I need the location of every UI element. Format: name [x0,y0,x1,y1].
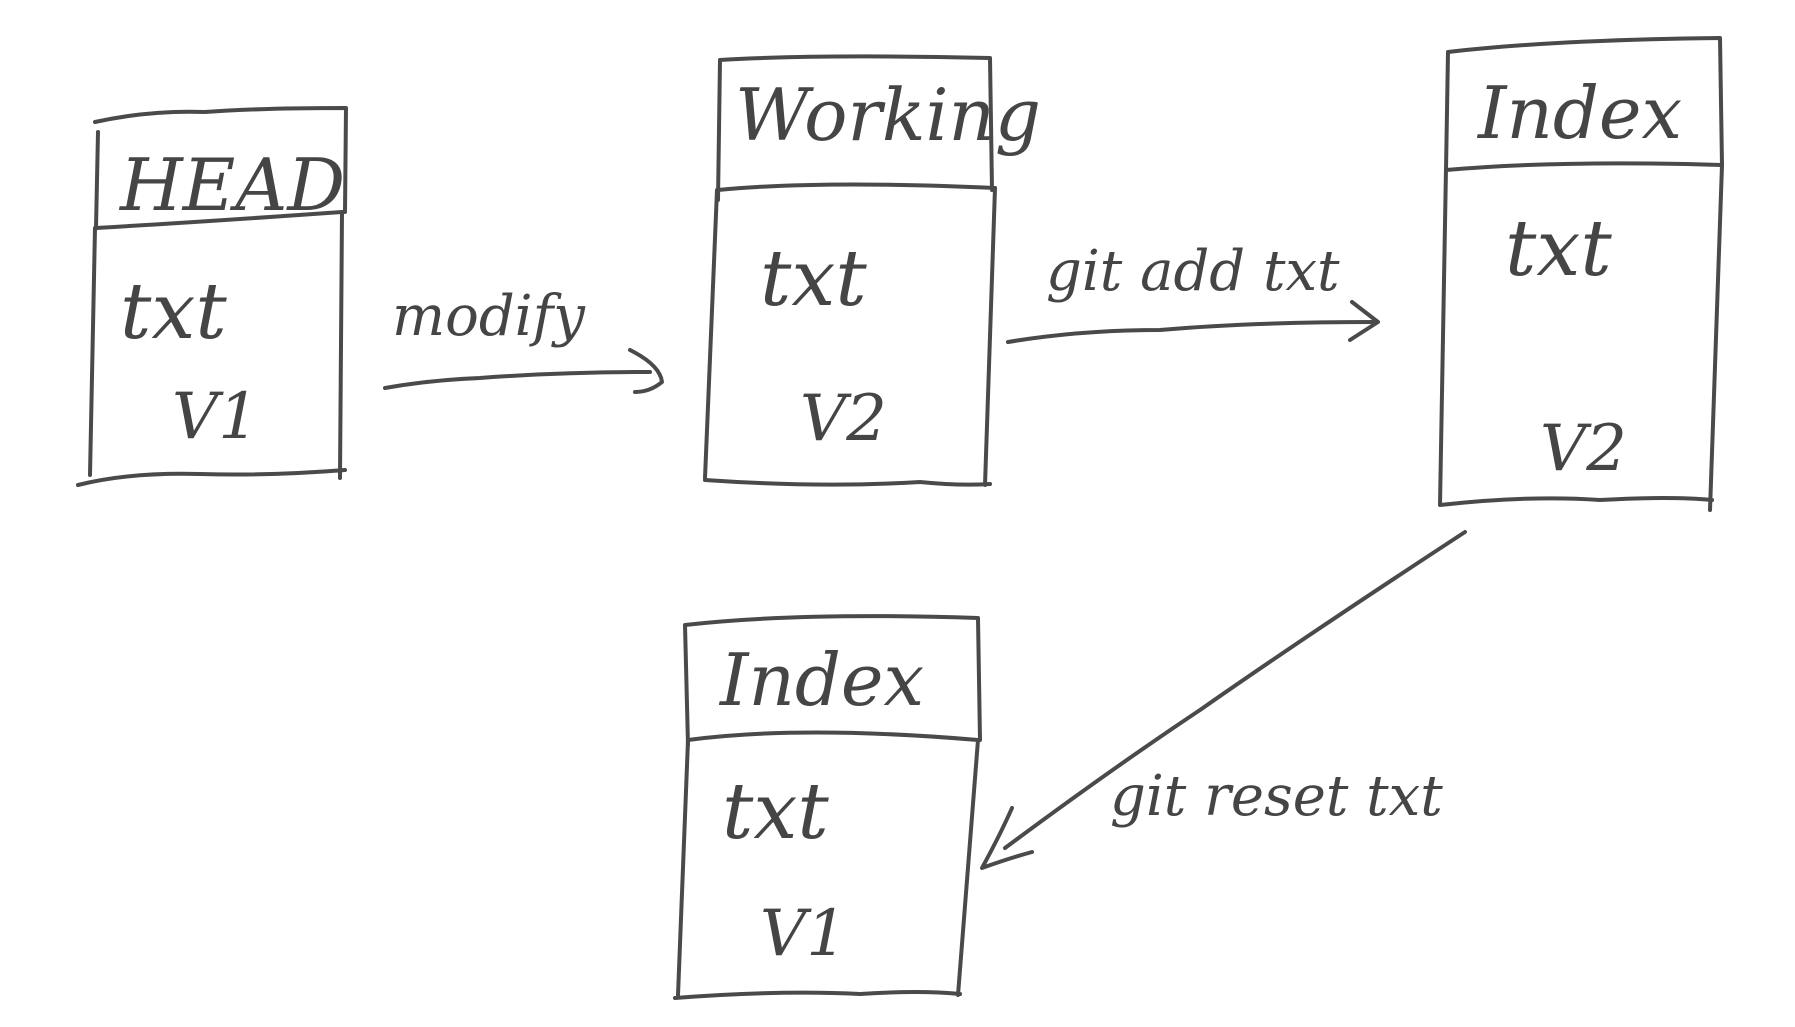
head-box-file: txt [120,267,227,357]
index-box-title: Index [1476,71,1682,155]
git-add-arrow: git add txt [1006,239,1380,344]
index-box-file: txt [1505,204,1612,294]
head-box: HEAD txt V1 [76,106,348,487]
git-reset-arrow-head [980,806,1034,870]
head-box-title: HEAD [118,143,345,227]
working-box: Working txt V2 [703,54,1041,487]
git-add-arrow-line [1006,320,1377,344]
git-add-arrow-head [1348,300,1380,342]
index-box: Index txt V2 [1438,36,1724,512]
index-box-version: V2 [1540,412,1627,486]
working-box-version: V2 [800,382,887,456]
index-reset-box-version: V1 [760,897,847,971]
working-box-file: txt [760,234,867,324]
git-reset-arrow-line [1003,530,1467,850]
modify-arrow-head [628,348,664,394]
index-box-title-frame [1444,36,1724,172]
index-reset-box-title-frame [683,614,982,747]
index-reset-box-file: txt [722,767,829,857]
index-reset-box-title: Index [718,638,924,722]
working-box-body-frame [703,186,997,487]
working-box-title-frame [716,54,997,202]
index-reset-box: Index txt V1 [673,614,982,1000]
index-reset-box-body-frame [673,738,980,1000]
head-box-body-frame [76,210,347,487]
head-box-version: V1 [172,380,259,454]
index-box-body-frame [1438,163,1724,512]
git-reset-arrow-label: git reset txt [1110,764,1443,829]
modify-arrow-line [383,370,652,390]
git-add-arrow-label: git add txt [1046,239,1340,304]
modify-arrow: modify [383,284,664,394]
head-box-title-frame [93,106,348,230]
modify-arrow-label: modify [392,284,586,349]
working-box-title: Working [735,73,1041,157]
git-reset-arrow: git reset txt [980,530,1467,870]
